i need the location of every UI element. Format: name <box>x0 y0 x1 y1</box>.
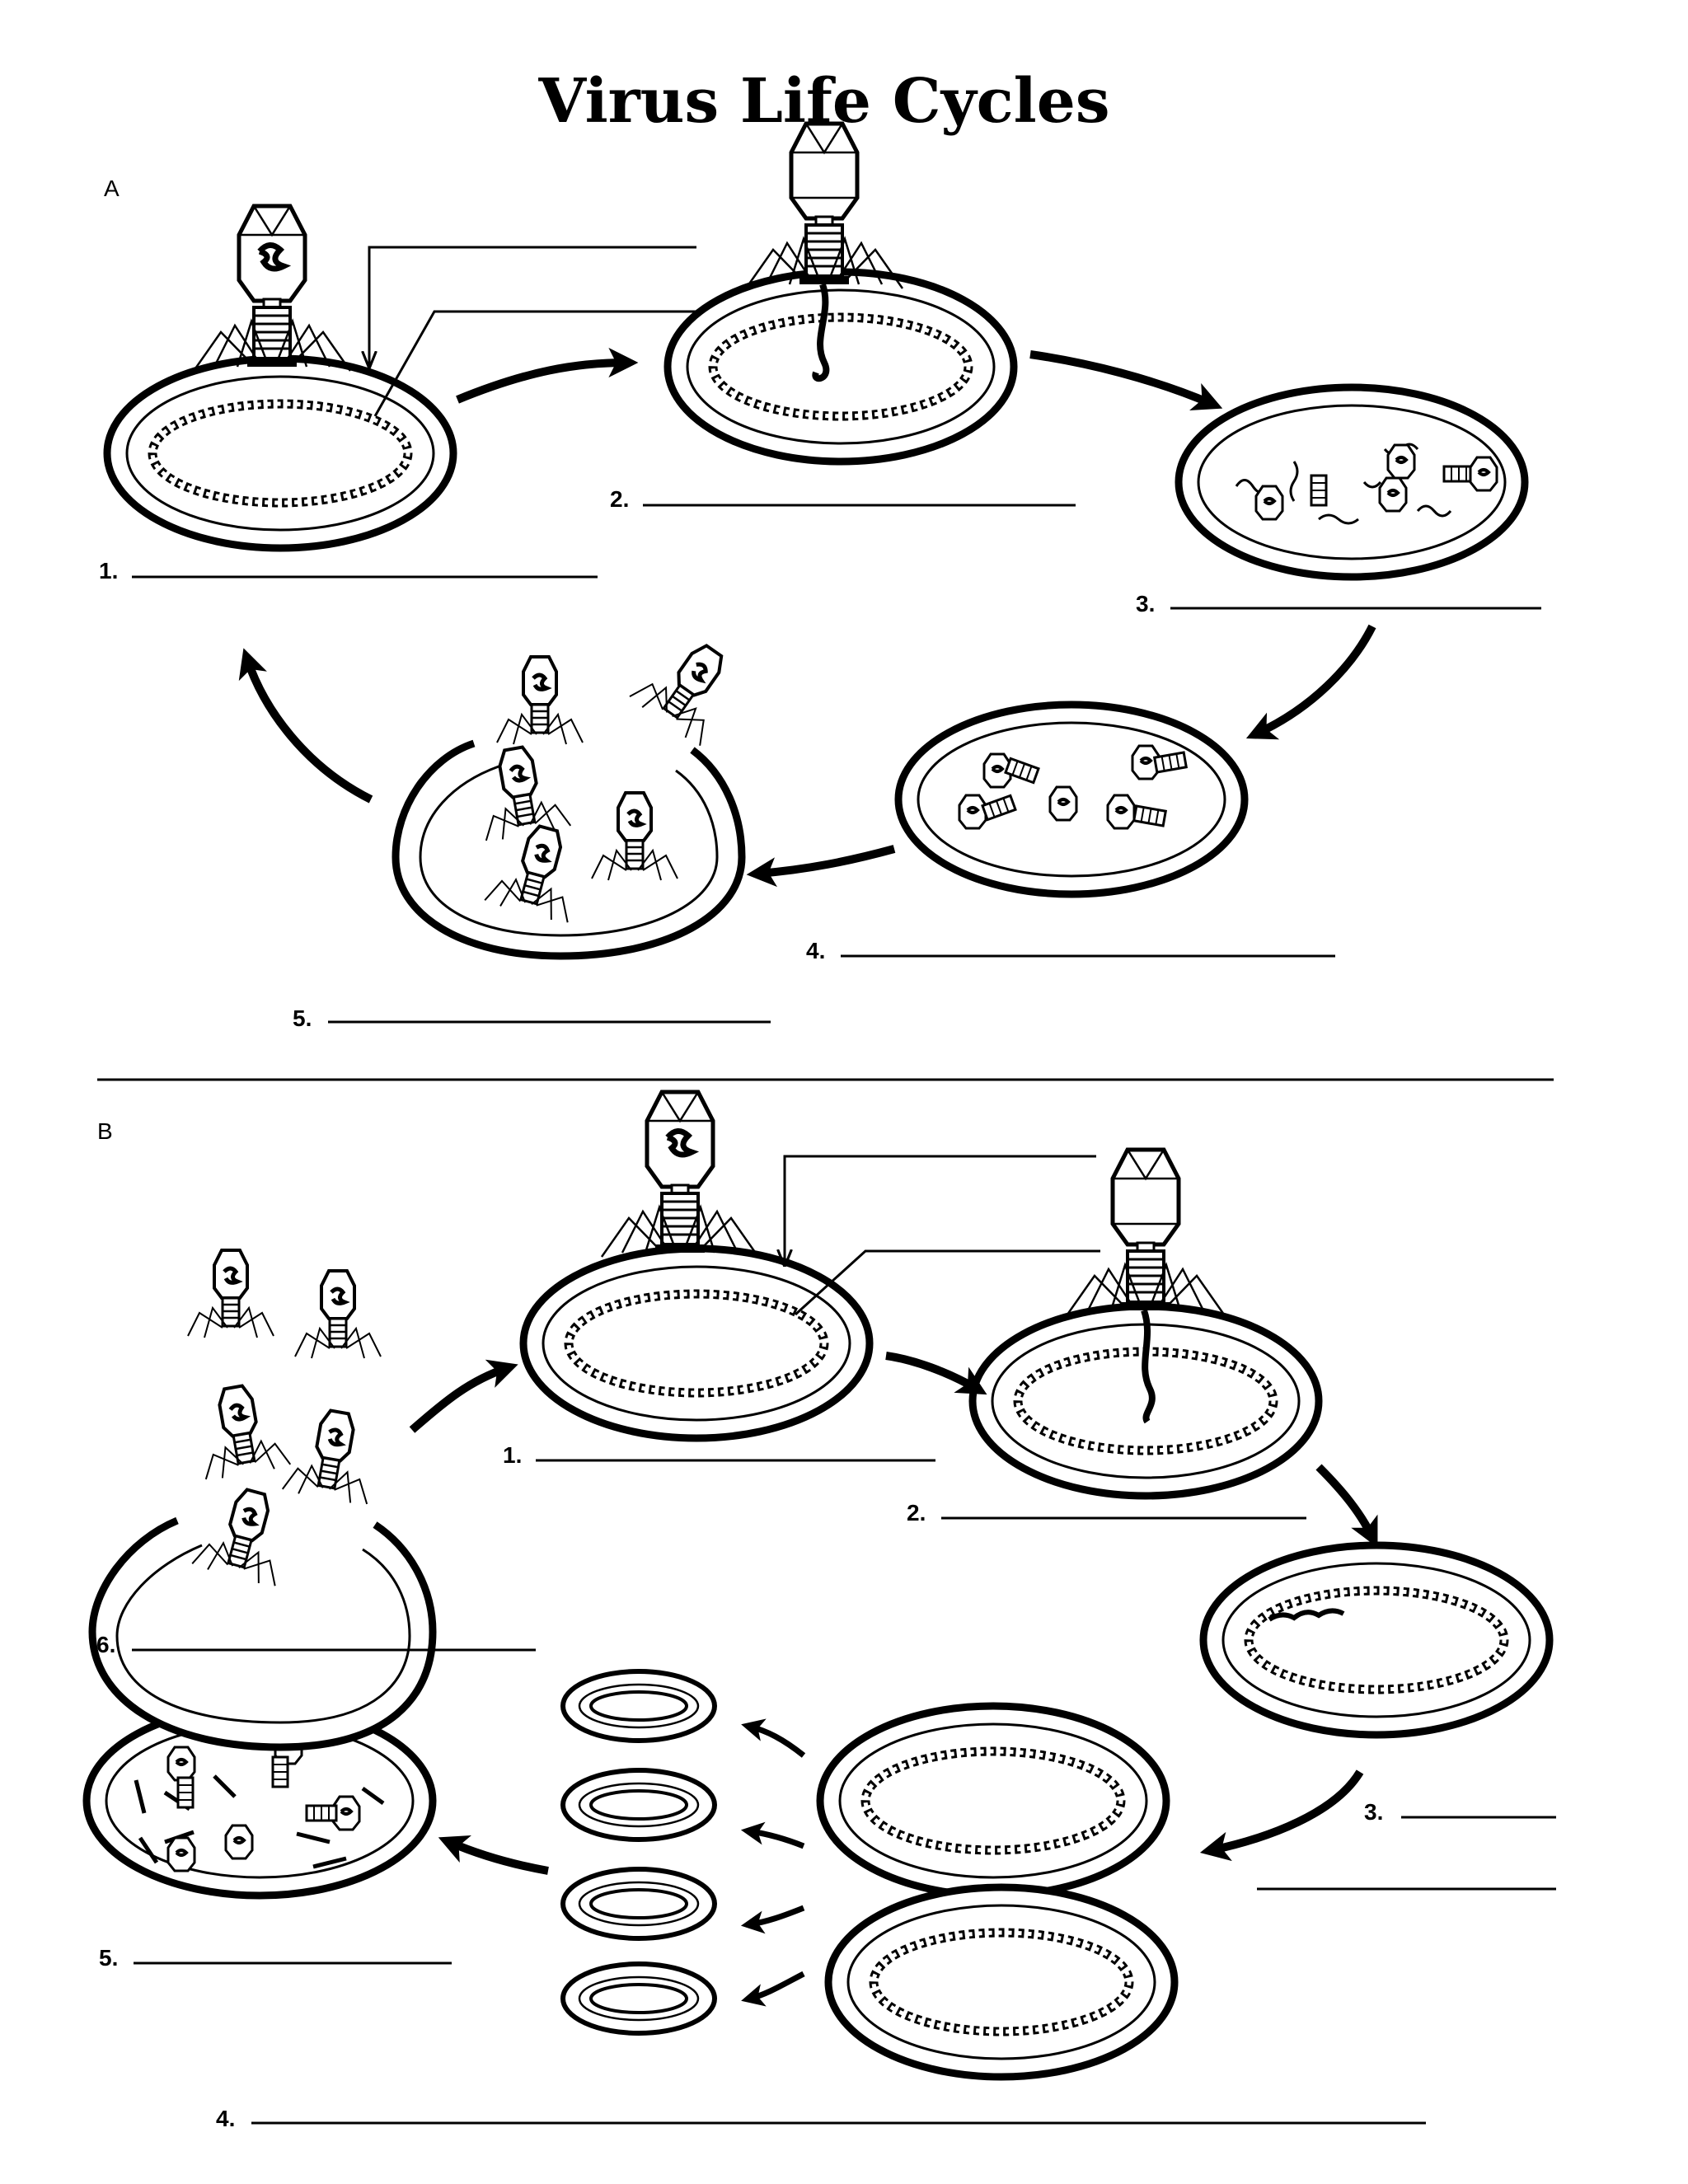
section-a-step4-cell <box>898 705 1245 894</box>
section-a-step-5-label: 5. <box>293 1005 312 1031</box>
section-b-step1-cell <box>523 1092 870 1438</box>
section-a-label: A <box>104 176 120 201</box>
section-a-arrow-2-to-3 <box>1029 350 1223 411</box>
section-b-step4-dividing-cells <box>563 1671 1175 2077</box>
section-b-arrow-3-to-4 <box>1199 1769 1364 1862</box>
section-b-arrow-division-4 <box>741 1971 805 2007</box>
section-b-step-6-label: 6. <box>96 1632 115 1657</box>
section-b-arrow-6-to-1 <box>409 1359 518 1433</box>
section-a-arrow-4-to-5 <box>746 845 896 888</box>
section-b-step2-cell <box>973 1150 1319 1496</box>
section-b-arrow-2-to-3 <box>1315 1464 1378 1548</box>
section-b-pointer-cell-wall <box>785 1155 1096 1265</box>
section-a-step5-burst-cell <box>392 626 749 960</box>
section-b-arrow-division-1 <box>741 1718 806 1758</box>
section-a-arrow-3-to-4 <box>1245 624 1376 740</box>
section-a-step-3-label: 3. <box>1136 591 1155 616</box>
section-b-arrow-4-to-5 <box>438 1835 549 1875</box>
section-b-step-5-label: 5. <box>99 1945 118 1971</box>
section-b-step-2-label: 2. <box>907 1500 926 1526</box>
section-a-arrow-5-to-1 <box>238 648 373 804</box>
section-a-step-1-label: 1. <box>99 558 118 583</box>
section-a-step1-cell <box>107 206 453 548</box>
section-b-arrow-division-3 <box>740 1905 805 1934</box>
section-b-step-3-label: 3. <box>1364 1799 1383 1825</box>
section-a-arrow-1-to-2 <box>456 348 639 404</box>
section-b-step-4-label: 4. <box>216 2106 235 2131</box>
section-a-step3-cell <box>1179 387 1525 577</box>
section-b-step-1-label: 1. <box>503 1442 522 1468</box>
section-b-step3-cell <box>1203 1545 1550 1735</box>
section-b-step6-burst-cell <box>88 1250 437 1751</box>
section-a-pointer-cell-wall <box>369 246 696 367</box>
section-a-step2-cell <box>668 124 1014 462</box>
section-b-step5-cell <box>87 1706 433 1896</box>
section-a-step-2-label: 2. <box>610 486 629 512</box>
section-a-step-4-label: 4. <box>806 938 825 963</box>
section-b-arrow-division-2 <box>740 1821 805 1849</box>
section-b-label: B <box>97 1118 113 1144</box>
section-b-arrow-1-to-2 <box>885 1352 987 1395</box>
